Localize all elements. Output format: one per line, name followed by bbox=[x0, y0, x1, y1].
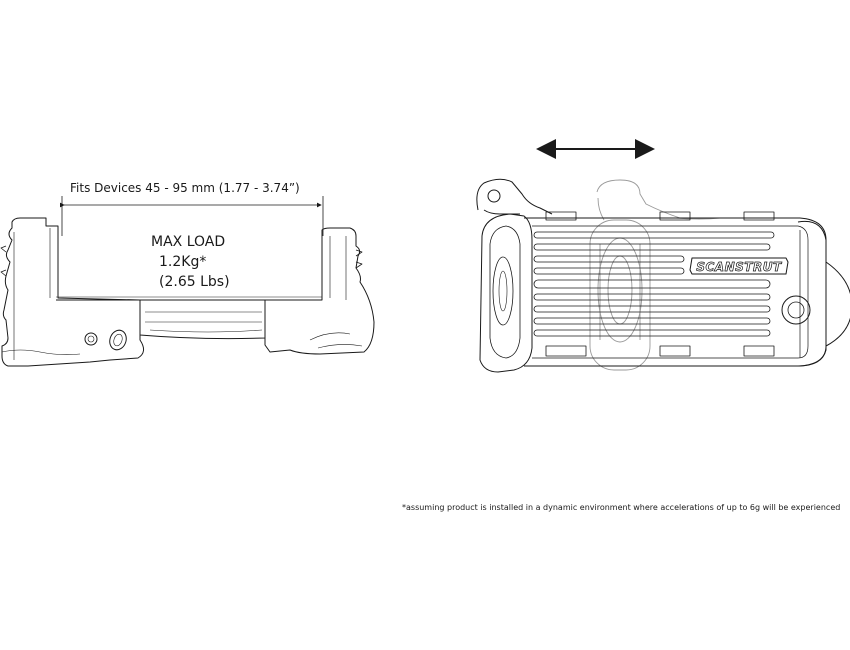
footnote: *assuming product is installed in a dyna… bbox=[402, 503, 841, 512]
holder-top-view bbox=[476, 178, 850, 373]
max-load-title: MAX LOAD bbox=[151, 234, 226, 250]
holder-front-view bbox=[0, 217, 375, 367]
dimension-line bbox=[60, 196, 324, 236]
holder-ghost-position bbox=[589, 179, 721, 371]
double-arrow bbox=[536, 139, 655, 159]
device-width-label: Fits Devices 45 - 95 mm (1.77 - 3.74”) bbox=[70, 181, 300, 195]
brand-logo-text: SCANSTRUT bbox=[696, 260, 782, 274]
max-load-lbs: (2.65 Lbs) bbox=[159, 274, 230, 290]
max-load-kg: 1.2Kg* bbox=[159, 254, 207, 270]
